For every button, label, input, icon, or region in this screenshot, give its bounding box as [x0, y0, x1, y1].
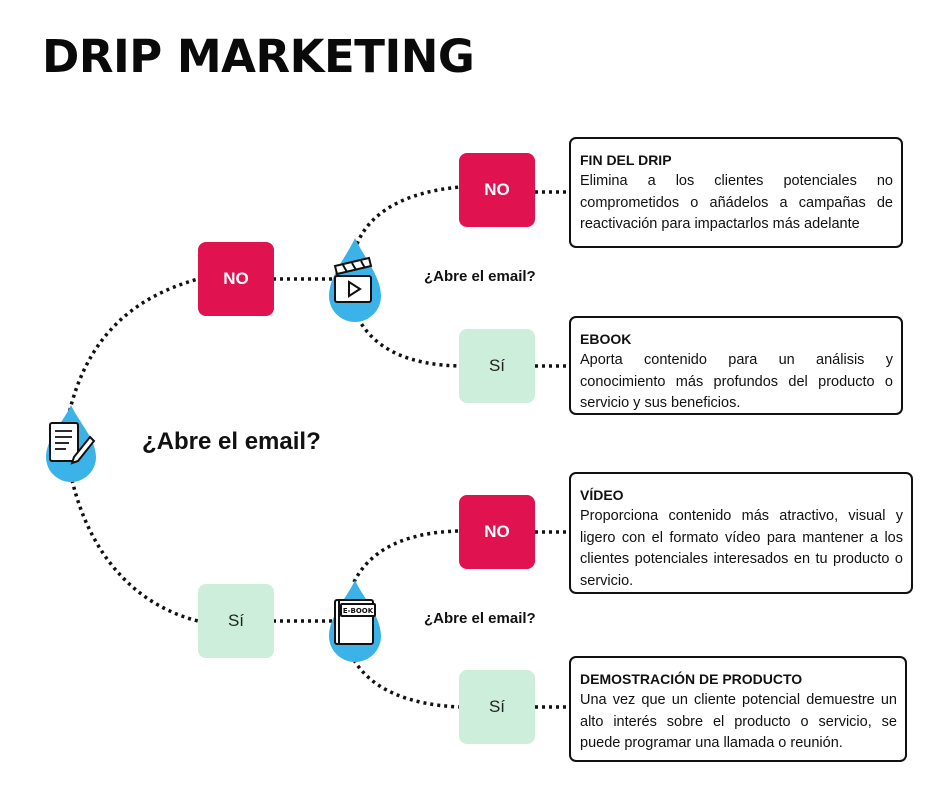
card-fin-del-drip: FIN DEL DRIP Elimina a los clientes pote…: [569, 137, 903, 248]
document-pen-icon: [46, 405, 96, 482]
card-body: Proporciona contenido más atractivo, vis…: [580, 508, 903, 589]
node-lower-no: NO: [459, 495, 535, 569]
card-title: EBOOK: [580, 331, 632, 347]
card-video: VÍDEO Proporciona contenido más atractiv…: [569, 472, 913, 594]
card-title: DEMOSTRACIÓN DE PRODUCTO: [580, 671, 803, 687]
question-main: ¿Abre el email?: [142, 428, 321, 455]
node-lower-si-label: Sí: [488, 697, 506, 716]
page-title: DRIP MARKETING: [42, 30, 475, 83]
card-ebook: EBOOK Aporta contenido para un análisis …: [569, 316, 903, 415]
ebook-icon-label: E-BOOK: [343, 607, 374, 615]
connector-start-to-si: [70, 479, 199, 623]
card-title: VÍDEO: [580, 487, 624, 503]
connector-upper-drop-to-no: [355, 185, 461, 245]
question-lower: ¿Abre el email?: [424, 610, 536, 627]
node-first-no-label: NO: [223, 269, 249, 288]
node-first-si: Sí: [198, 584, 274, 658]
ebook-icon: E-BOOK: [329, 580, 381, 662]
connector-start-to-no: [66, 277, 199, 419]
card-title: FIN DEL DRIP: [580, 152, 672, 168]
card-body: Una vez que un cliente potencial demuest…: [580, 692, 897, 751]
card-body: Elimina a los clientes potenciales no co…: [580, 173, 893, 232]
node-lower-si: Sí: [459, 670, 535, 744]
video-clapper-icon: [329, 238, 381, 322]
connector-lower-drop-to-no: [352, 529, 461, 583]
node-lower-no-label: NO: [484, 522, 510, 541]
question-upper: ¿Abre el email?: [424, 268, 536, 285]
node-upper-si-label: Sí: [488, 356, 506, 375]
node-first-no: NO: [198, 242, 274, 316]
connector-lower-drop-to-si: [352, 659, 461, 709]
card-body: Aporta contenido para un análisis y cono…: [580, 352, 893, 411]
node-upper-no: NO: [459, 153, 535, 227]
node-first-si-label: Sí: [227, 611, 245, 630]
card-demostracion-producto: DEMOSTRACIÓN DE PRODUCTO Una vez que un …: [569, 656, 907, 762]
node-upper-no-label: NO: [484, 180, 510, 199]
node-upper-si: Sí: [459, 329, 535, 403]
